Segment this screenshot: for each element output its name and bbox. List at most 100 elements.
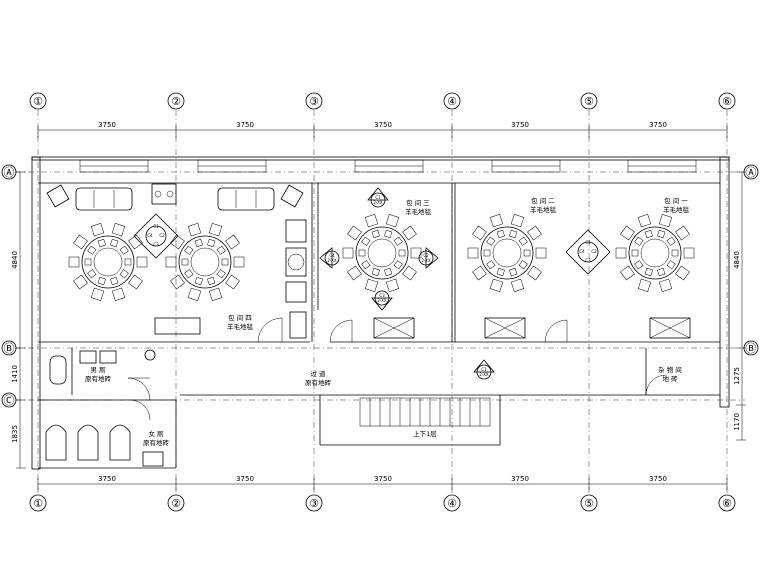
place-setting [97, 276, 106, 286]
place-setting [496, 229, 505, 239]
place-setting [518, 236, 528, 246]
chair [342, 247, 354, 259]
womens-wc-name: 女 厕 [148, 429, 164, 438]
view-tags: C1 C4 C2 C3 C1 C4 C2 C3 C1 2-XX C4 2-XX [133, 187, 611, 380]
place-setting [486, 260, 496, 270]
bottom-dim-1: 3750 [98, 475, 116, 483]
place-setting [207, 238, 216, 248]
place-setting [87, 269, 97, 279]
top-dim-1: 3750 [98, 121, 116, 129]
storage-floor: 地 砖 [662, 374, 678, 383]
chair [136, 256, 148, 268]
place-setting [194, 238, 203, 248]
right-dim-3: 1170 [733, 413, 741, 431]
row-bubble-b-right: Ⓑ [746, 342, 757, 355]
womens-wc-floor: 原有地砖 [143, 438, 170, 447]
corridor-name: 过 道 [310, 369, 326, 378]
svg-text:2-XX: 2-XX [479, 372, 489, 377]
svg-text:C4: C4 [579, 249, 585, 254]
right-dim-1: 4840 [733, 251, 741, 269]
elevation-marker-room3-left: C4 2-XX [319, 247, 340, 269]
dining-tables [81, 226, 682, 289]
chair [675, 225, 690, 241]
chair [128, 274, 143, 290]
chair [170, 234, 185, 250]
chair [683, 247, 695, 259]
svg-text:C2: C2 [159, 233, 165, 238]
chair [527, 265, 542, 281]
chair [73, 274, 88, 290]
place-setting [393, 236, 403, 246]
svg-text:C1: C1 [375, 195, 381, 200]
place-setting [358, 249, 366, 257]
svg-text:2-XX: 2-XX [377, 298, 387, 303]
chair [637, 278, 652, 292]
chair [472, 225, 487, 241]
chair [90, 287, 105, 301]
svg-text:2-XX: 2-XX [373, 200, 383, 205]
svg-text:C1: C1 [481, 367, 487, 372]
top-dim-2: 3750 [236, 121, 254, 129]
svg-text:2-XX: 2-XX [421, 258, 431, 263]
chair [73, 234, 88, 250]
place-setting [398, 249, 406, 257]
place-setting [486, 236, 496, 246]
place-setting [523, 249, 531, 257]
chair [615, 247, 627, 259]
row-bubble-b-left: Ⓑ [4, 342, 15, 355]
right-dim-2: 1275 [733, 367, 741, 385]
place-setting [87, 245, 97, 255]
chair [510, 278, 525, 292]
mens-wc-name: 男 厕 [90, 366, 106, 374]
table-room4-left [81, 235, 135, 289]
col-bubble-1: ① [33, 95, 43, 108]
chair [510, 214, 525, 228]
row-bubble-a-left: Ⓐ [4, 166, 15, 179]
chair [402, 225, 417, 241]
restroom-fixtures [45, 349, 164, 467]
top-dim-5: 3750 [649, 121, 667, 129]
col-bubble-5: ⑤ [584, 95, 594, 108]
svg-text:C3: C3 [153, 242, 159, 247]
left-dim-1: 4840 [11, 251, 19, 269]
chair [128, 234, 143, 250]
place-setting [509, 267, 518, 277]
chair [385, 214, 400, 228]
chair [637, 214, 652, 228]
col-bubble-6: ⑥ [722, 95, 732, 108]
place-setting [666, 236, 676, 246]
chair [208, 287, 223, 301]
chair [467, 247, 479, 259]
chair [489, 278, 504, 292]
svg-text:C4: C4 [147, 233, 153, 238]
chair [489, 214, 504, 228]
col-bubble-2: ② [171, 95, 181, 108]
storage-name: 杂 物 间 [658, 365, 682, 374]
chair [187, 223, 202, 237]
place-setting [184, 269, 194, 279]
bottom-dim-5: 3750 [649, 475, 667, 483]
svg-text:C2: C2 [591, 249, 597, 254]
top-dim-4: 3750 [511, 121, 529, 129]
col-bubble-bottom-2: ② [171, 497, 181, 510]
svg-text:C4: C4 [329, 253, 335, 258]
place-setting [119, 269, 129, 279]
bottom-dimension: 3750 3750 3750 3750 3750 [37, 475, 728, 490]
place-setting [634, 260, 644, 270]
col-bubble-bottom-5: ⑤ [584, 497, 594, 510]
table-room3 [355, 226, 409, 280]
chair [165, 256, 177, 268]
chair [68, 256, 80, 268]
svg-text:C1: C1 [585, 240, 591, 245]
svg-text:C3: C3 [585, 258, 591, 263]
chair [620, 225, 635, 241]
place-setting [666, 260, 676, 270]
place-setting [384, 229, 393, 239]
chair [364, 214, 379, 228]
col-bubble-bottom-4: ④ [447, 497, 457, 510]
mens-wc-floor: 原有地砖 [85, 374, 112, 383]
chair [111, 223, 126, 237]
place-setting [657, 267, 666, 277]
elevation-marker-corridor: C1 2-XX [473, 359, 495, 380]
room2-name: 包 间 二 [531, 196, 555, 205]
